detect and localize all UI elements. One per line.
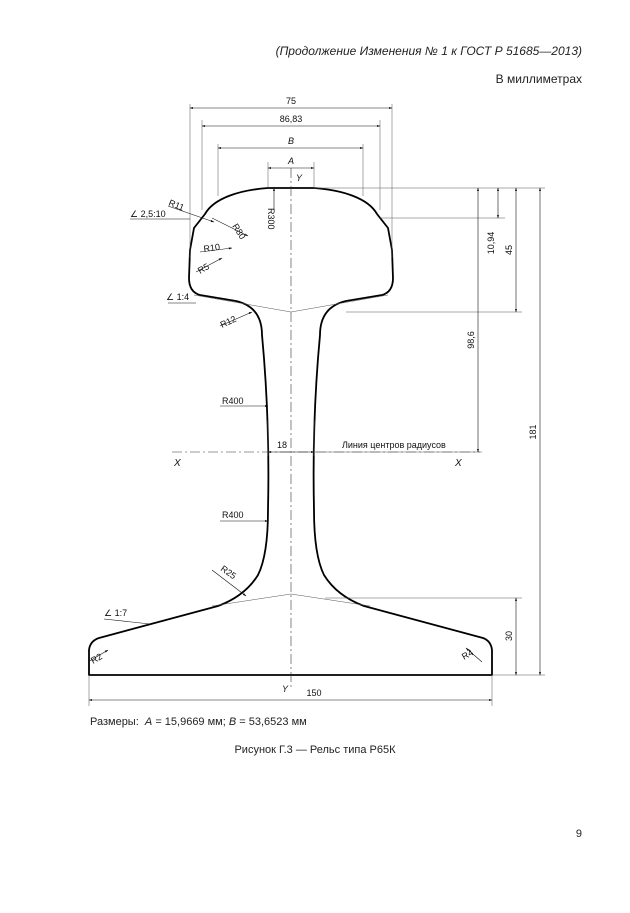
- slope-foot-label: ∠ 1:7: [104, 608, 127, 618]
- slope-head-under-label: ∠ 1:4: [166, 292, 189, 302]
- figure-caption: Рисунок Г.3 — Рельс типа Р65К: [234, 744, 396, 756]
- page-number: 9: [575, 828, 582, 840]
- dimension-b-value: = 53,6523 мм: [239, 716, 307, 728]
- radius-r10-label: R10: [203, 242, 221, 254]
- radius-r11-label: R11: [167, 198, 185, 213]
- dim-web-18: 18: [277, 440, 287, 450]
- radius-r12-label: R12: [219, 314, 238, 330]
- dimension-a-value: = 15,9669 мм;: [155, 716, 226, 728]
- radius-r25-label: R25: [219, 563, 238, 581]
- radius-r80-label: R80: [230, 222, 247, 241]
- radius-r2-label: R2: [89, 651, 104, 665]
- dim-width-a: A: [287, 156, 294, 166]
- radius-r400-top-label: R400: [222, 396, 244, 406]
- dimension-b-symbol: B: [228, 716, 237, 728]
- units-label: В миллиметрах: [495, 72, 582, 86]
- dim-height-45: 45: [504, 245, 514, 255]
- axis-y-bottom-label: Y: [282, 684, 289, 694]
- center-line-label: Линия центров радиусов: [342, 440, 446, 450]
- document-continuation-header: (Продолжение Изменения № 1 к ГОСТ Р 5168…: [275, 44, 582, 58]
- dim-base-150: 150: [306, 688, 321, 698]
- axis-x-left-label: X: [173, 458, 181, 469]
- axis-y-top-label: Y: [296, 173, 303, 183]
- rail-profile-outline: [88, 187, 493, 676]
- dim-width-75: 75: [286, 96, 296, 106]
- dimensions-prefix: Размеры:: [90, 716, 139, 728]
- dim-width-head: 86,83: [280, 114, 303, 124]
- dim-height-181: 181: [528, 424, 538, 439]
- dimensions-caption: Размеры: A = 15,9669 мм; B = 53,6523 мм: [90, 716, 307, 728]
- dimension-a-symbol: A: [144, 716, 153, 728]
- radius-r300-label: R300: [266, 208, 276, 230]
- slope-head-taper-label: ∠ 2,5:10: [130, 209, 166, 219]
- radius-r5-label: R5: [196, 261, 211, 275]
- radius-r400-bottom-label: R400: [222, 510, 244, 520]
- dim-height-98: 98,6: [466, 331, 476, 349]
- axis-x-right-label: X: [454, 458, 462, 469]
- dim-width-b: B: [288, 136, 294, 146]
- dim-height-30: 30: [504, 631, 514, 641]
- radius-r4-label: R4: [460, 647, 475, 661]
- dim-height-10: 10,94: [486, 232, 496, 255]
